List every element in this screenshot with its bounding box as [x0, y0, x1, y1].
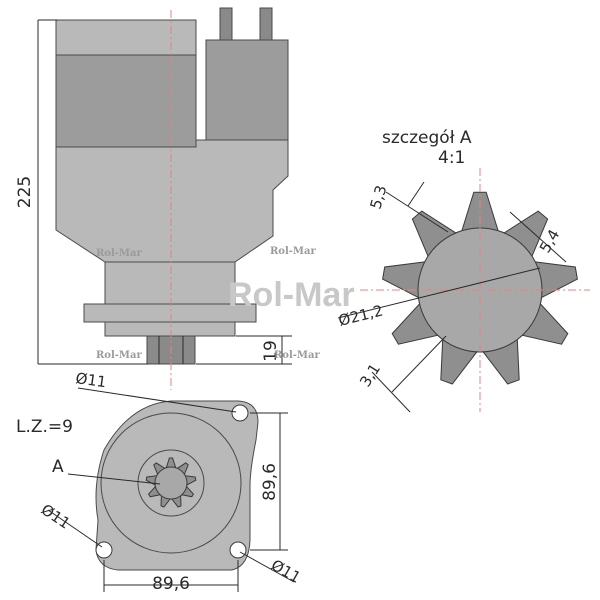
watermark-2: Rol-Mar — [270, 246, 316, 257]
solenoid — [205, 39, 289, 141]
terminal-left — [219, 7, 233, 43]
dim-horizontal-label: 89,6 — [152, 574, 190, 594]
detail-marker-label: A — [52, 457, 64, 477]
side-view: 225 19 Rol-Mar Rol-Mar Rol-Mar Rol-Mar R… — [15, 7, 355, 390]
detail-root-label: 3,1 — [356, 360, 384, 390]
housing — [55, 139, 289, 263]
gear-root-circle — [154, 466, 188, 500]
watermark-3: Rol-Mar — [96, 350, 142, 361]
detail-tooth-width-label: 5,3 — [367, 183, 391, 211]
detail-a: szczegół A 4:1 5,3 5,4 Ø21,2 3,1 — [337, 128, 590, 413]
dim-vertical-label: 89,6 — [260, 463, 280, 501]
teeth-count-label: L.Z.=9 — [16, 417, 73, 437]
hole-top-right — [231, 404, 249, 422]
watermark-1: Rol-Mar — [96, 248, 142, 259]
motor-cap — [55, 19, 197, 56]
dim-hole-left-label: Ø11 — [38, 500, 74, 532]
detail-scale: 4:1 — [438, 148, 465, 168]
hole-bottom-right — [229, 541, 247, 559]
front-view: Ø11 L.Z.=9 A 89,6 89,6 Ø11 Ø11 — [16, 369, 304, 594]
watermark-4: Rol-Mar — [274, 350, 320, 361]
dim-hole-top-label: Ø11 — [74, 369, 107, 391]
motor-body — [55, 54, 197, 148]
terminal-right — [259, 7, 273, 43]
dim-225-label: 225 — [15, 176, 35, 208]
drive-section — [104, 261, 236, 305]
watermark-large: Rol-Mar — [228, 276, 355, 314]
detail-title: szczegół A — [382, 128, 472, 148]
dim-19-label: 19 — [261, 340, 281, 362]
nose-side — [104, 321, 236, 337]
dim-hole-right-label: Ø11 — [268, 556, 304, 587]
